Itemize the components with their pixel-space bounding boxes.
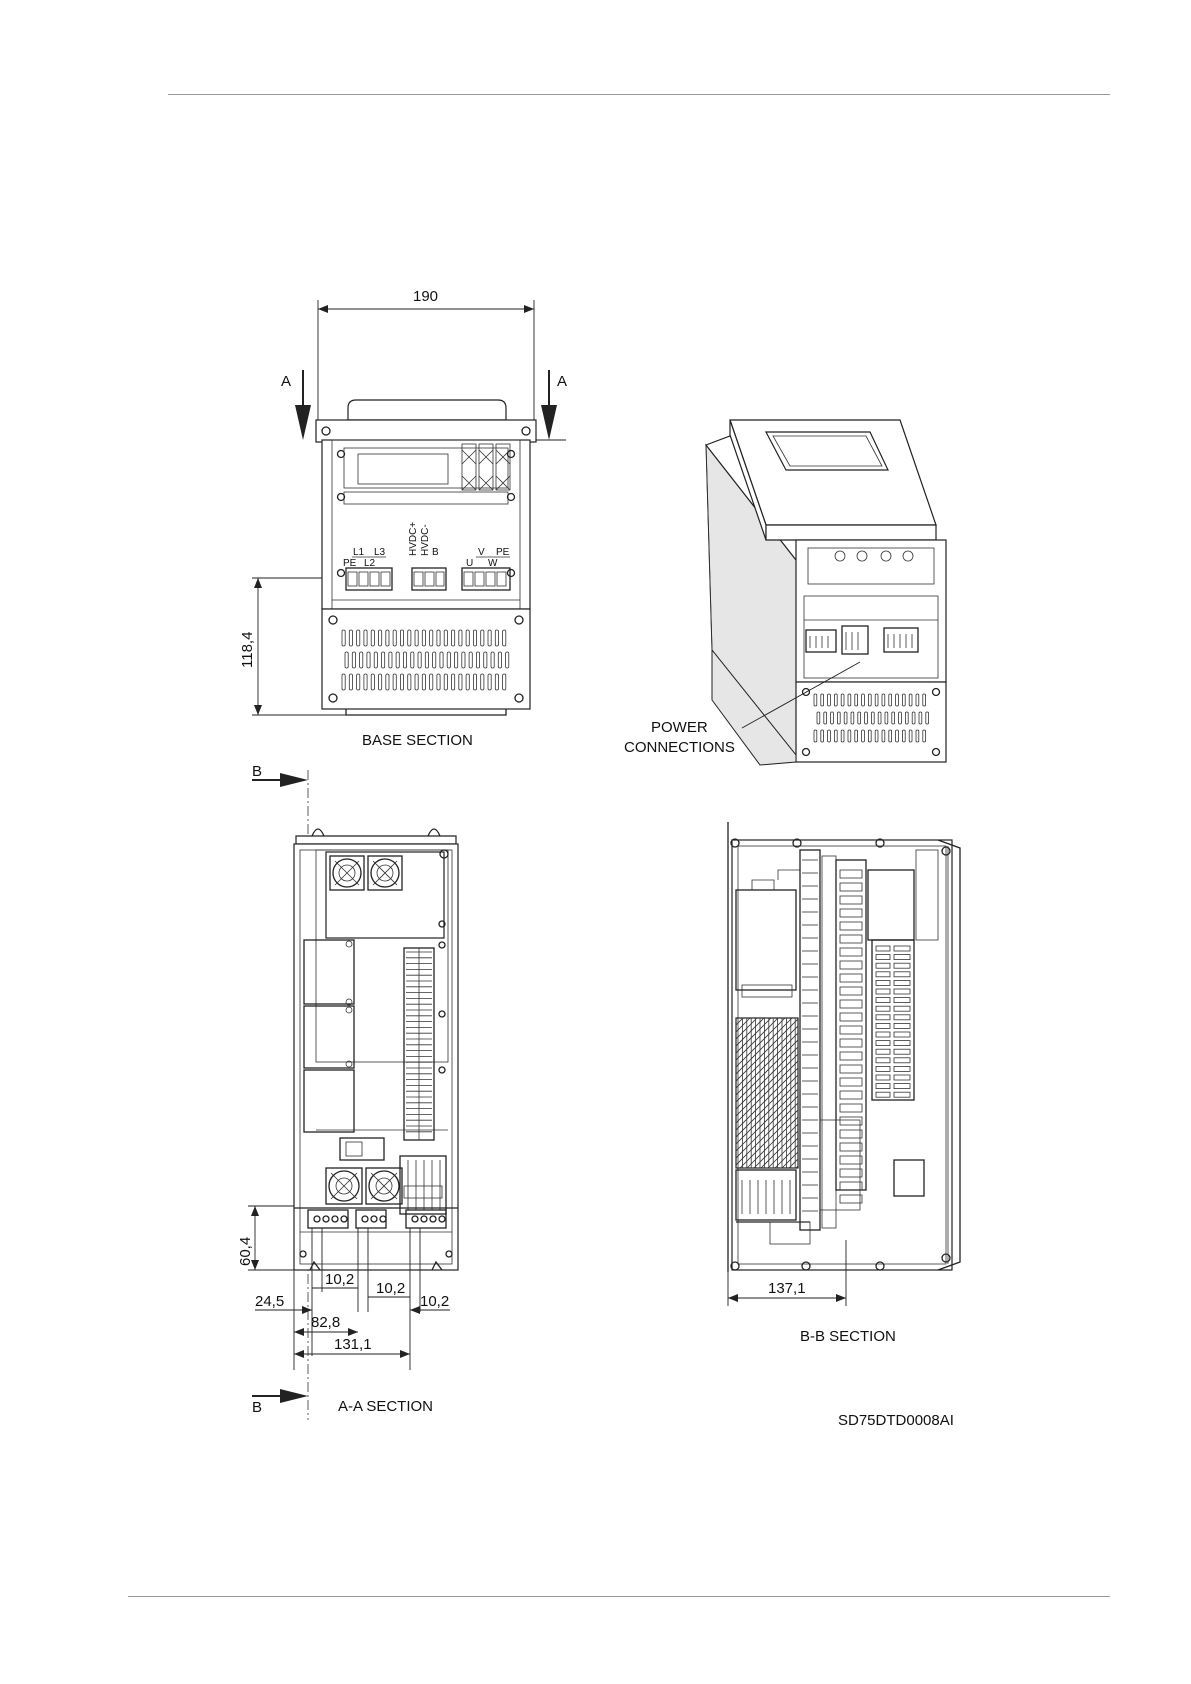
terminal-label-b: B bbox=[432, 547, 439, 558]
section-arrow-a-left-label: A bbox=[281, 373, 291, 390]
dim-60-4: 60,4 bbox=[237, 1237, 254, 1266]
terminal-label-l2: L2 bbox=[364, 558, 376, 569]
dim-10-2-b: 10,2 bbox=[376, 1280, 405, 1297]
dim-137-1: 137,1 bbox=[768, 1280, 806, 1297]
isometric-view: POWER CONNECTIONS bbox=[624, 420, 946, 765]
aa-section-title: A-A SECTION bbox=[338, 1398, 433, 1415]
hatch-line bbox=[593, 1018, 743, 1168]
terminal-label-v: V bbox=[478, 547, 485, 558]
terminal-label-l3: L3 bbox=[374, 547, 386, 558]
terminal-label-u: U bbox=[466, 558, 473, 569]
dim-24-5: 24,5 bbox=[255, 1293, 284, 1310]
section-arrow-b-bottom-label: B bbox=[252, 1399, 262, 1416]
dim-82-8: 82,8 bbox=[311, 1314, 340, 1331]
base-section-title: BASE SECTION bbox=[362, 732, 473, 749]
bb-section-title: B-B SECTION bbox=[800, 1328, 896, 1345]
base-section-view: 190 A A bbox=[239, 288, 567, 749]
dim-190: 190 bbox=[413, 288, 438, 305]
terminal-label-w: W bbox=[488, 558, 498, 569]
power-connections-callout-line2: CONNECTIONS bbox=[624, 739, 735, 756]
aa-section-view: B bbox=[237, 763, 458, 1420]
section-arrow-a-right-label: A bbox=[557, 373, 567, 390]
dim-131-1: 131,1 bbox=[334, 1336, 372, 1353]
section-arrow-b-top-label: B bbox=[252, 763, 262, 780]
hatch-line bbox=[586, 1018, 736, 1168]
terminal-label-hvdc-plus: HVDC+ bbox=[408, 522, 419, 556]
power-connections-callout-line1: POWER bbox=[651, 719, 708, 736]
base-ventilation-grille bbox=[342, 630, 509, 690]
dim-10-2-c: 10,2 bbox=[420, 1293, 449, 1310]
terminal-label-pe-right: PE bbox=[496, 547, 510, 558]
terminal-label-hvdc-minus: HVDC- bbox=[420, 524, 431, 556]
terminal-label-pe-left: PE bbox=[343, 558, 357, 569]
dim-10-2-a: 10,2 bbox=[325, 1271, 354, 1288]
drawing-code: SD75DTD0008AI bbox=[838, 1412, 954, 1429]
dim-118-4: 118,4 bbox=[239, 632, 256, 668]
bb-section-view: 137,1 B-B SECTION bbox=[586, 822, 960, 1345]
terminal-label-l1: L1 bbox=[353, 547, 365, 558]
